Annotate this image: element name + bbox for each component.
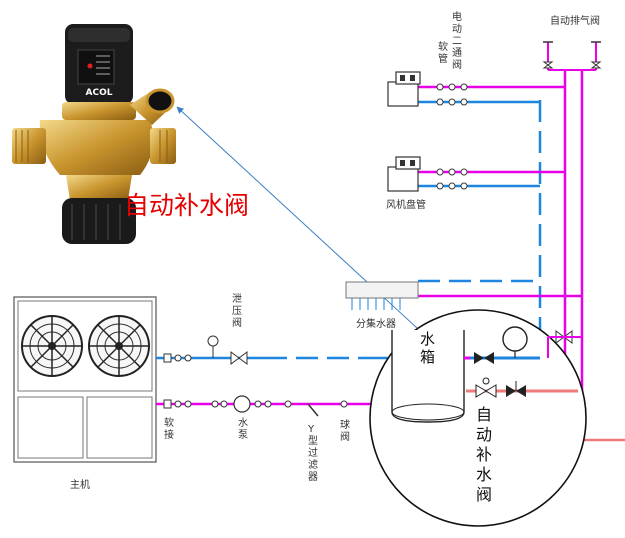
gate-valve-icon bbox=[474, 352, 494, 364]
pump-icon bbox=[233, 395, 251, 413]
label-pump: 水 泵 bbox=[238, 417, 251, 441]
relief-valve-icon bbox=[230, 351, 248, 365]
label-ball-valve: 球 阀 bbox=[340, 418, 353, 443]
fan-coil-unit bbox=[387, 71, 421, 107]
water-tank bbox=[391, 330, 465, 423]
fan-icon bbox=[21, 315, 83, 377]
valve-photo-title: 自动补水阀 bbox=[124, 191, 249, 220]
auto-fill-valve-photo: ACOL bbox=[12, 24, 176, 244]
pressure-gauge-icon bbox=[207, 335, 219, 347]
label-relief-valve: 泄 压 阀 bbox=[232, 292, 245, 329]
label-electric-valve: 电 动 二 通 阀 bbox=[452, 10, 465, 71]
main-unit bbox=[13, 296, 157, 463]
label-manifold: 分集水器 bbox=[356, 317, 396, 330]
auto-vent-valve bbox=[590, 41, 602, 70]
expansion-vessel-icon bbox=[502, 326, 528, 352]
label-y-filter: Y 型 过 滤 器 bbox=[307, 424, 321, 483]
label-soft-pipe: 软 管 bbox=[438, 40, 451, 65]
auto-fill-valve-icon bbox=[475, 384, 497, 398]
y-filter-icon bbox=[307, 403, 319, 417]
label-tank: 水 箱 bbox=[420, 330, 440, 366]
label-fan-coil: 风机盘管 bbox=[386, 198, 426, 211]
label-auto-fill-valve: 自 动 补 水 阀 bbox=[476, 405, 497, 504]
label-auto-vent: 自动排气阀 bbox=[550, 14, 600, 27]
main-unit-label: 主机 bbox=[70, 478, 90, 491]
manifold bbox=[345, 281, 419, 310]
brand-logo: ACOL bbox=[86, 88, 113, 98]
fan-coil-unit bbox=[387, 156, 421, 192]
auto-vent-valve bbox=[542, 41, 554, 70]
label-soft-joint: 软 接 bbox=[164, 416, 177, 441]
fan-icon bbox=[88, 315, 150, 377]
